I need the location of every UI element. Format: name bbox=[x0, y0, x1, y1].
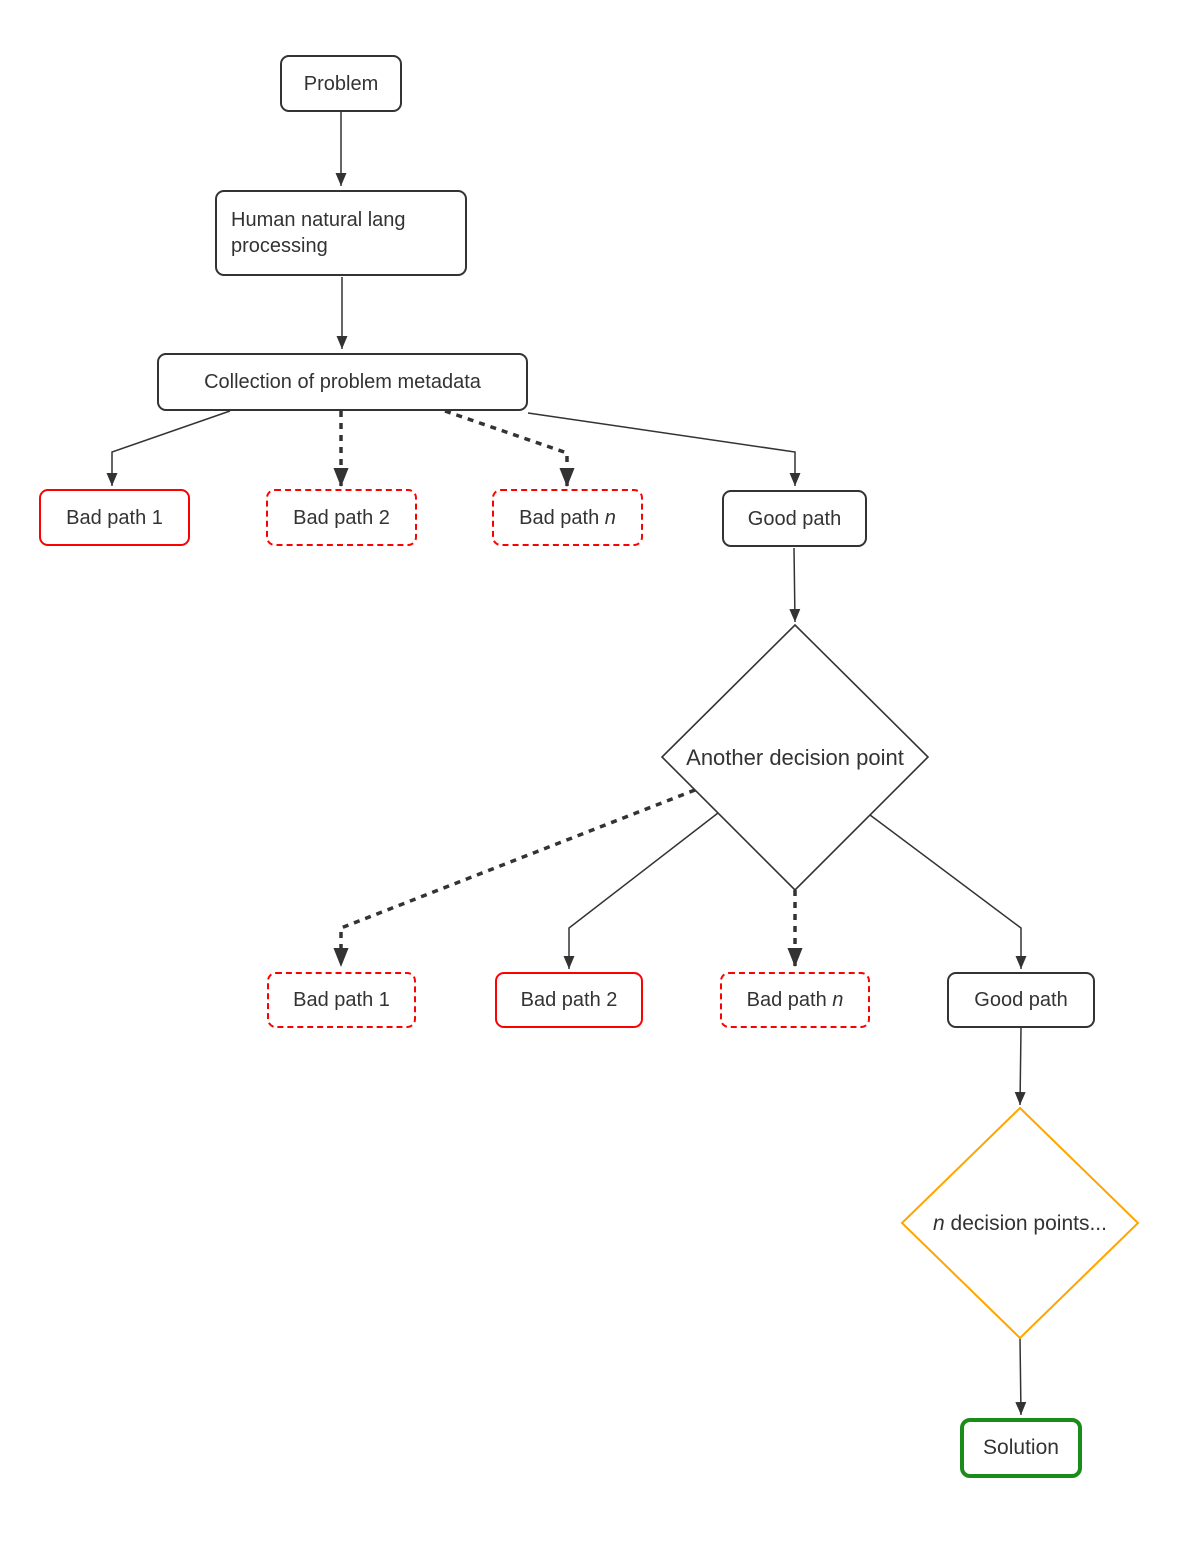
decision1-diamond bbox=[660, 623, 930, 892]
node-level2-bad-path-n-label: Bad path n bbox=[746, 989, 844, 1011]
node-problem: Problem bbox=[280, 55, 402, 112]
node-level2-bad-path-2: Bad path 2 bbox=[495, 972, 643, 1028]
node-level1-good-path-label: Good path bbox=[747, 507, 842, 530]
edge-decision1-to-good-path bbox=[869, 814, 1027, 969]
node-level2-bad-path-2-label: Bad path 2 bbox=[520, 989, 618, 1011]
node-level2-good-path: Good path bbox=[947, 972, 1095, 1028]
node-level1-good-path: Good path bbox=[722, 490, 867, 547]
edge-decision1-to-bad-path-1-dashed bbox=[333, 788, 696, 967]
node-level1-bad-path-2-label: Bad path 2 bbox=[293, 506, 390, 529]
node-level1-bad-path-1-label: Bad path 1 bbox=[66, 506, 163, 529]
node-level2-bad-path-1: Bad path 1 bbox=[267, 972, 416, 1028]
node-level2-bad-path-1-label: Bad path 1 bbox=[293, 989, 390, 1011]
node-human-nlp: Human natural lang processing bbox=[215, 190, 467, 276]
node-solution: Solution bbox=[960, 1418, 1082, 1478]
edge-collection-to-bad-path-1 bbox=[106, 410, 231, 486]
edge-collection-to-bad-path-n-dashed bbox=[444, 409, 575, 487]
node-level1-bad-path-1: Bad path 1 bbox=[39, 489, 190, 546]
node-level1-bad-path-n-label: Bad path n bbox=[519, 506, 616, 529]
node-collection-metadata: Collection of problem metadata bbox=[157, 353, 528, 411]
node-level1-bad-path-2: Bad path 2 bbox=[266, 489, 417, 546]
node-level2-bad-path-n: Bad path n bbox=[720, 972, 870, 1028]
edge-good-path-to-decision2 bbox=[1014, 1027, 1026, 1106]
edge-collection-to-good-path bbox=[527, 412, 801, 486]
node-solution-label: Solution bbox=[983, 1436, 1059, 1460]
edge-good-path-to-decision1 bbox=[789, 547, 801, 623]
edge-decision1-to-bad-path-2 bbox=[563, 812, 719, 969]
node-problem-label: Problem bbox=[303, 72, 379, 95]
node-human-nlp-label: Human natural lang processing bbox=[231, 209, 406, 257]
decision1-label: Another decision point bbox=[686, 745, 904, 770]
node-level2-good-path-label: Good path bbox=[974, 989, 1068, 1011]
decision2-diamond bbox=[900, 1106, 1140, 1340]
node-level1-bad-path-n: Bad path n bbox=[492, 489, 643, 546]
decision2-label: n decision points... bbox=[933, 1212, 1107, 1235]
edge-decision2-to-solution bbox=[1015, 1337, 1027, 1416]
node-collection-metadata-label: Collection of problem metadata bbox=[204, 371, 481, 393]
